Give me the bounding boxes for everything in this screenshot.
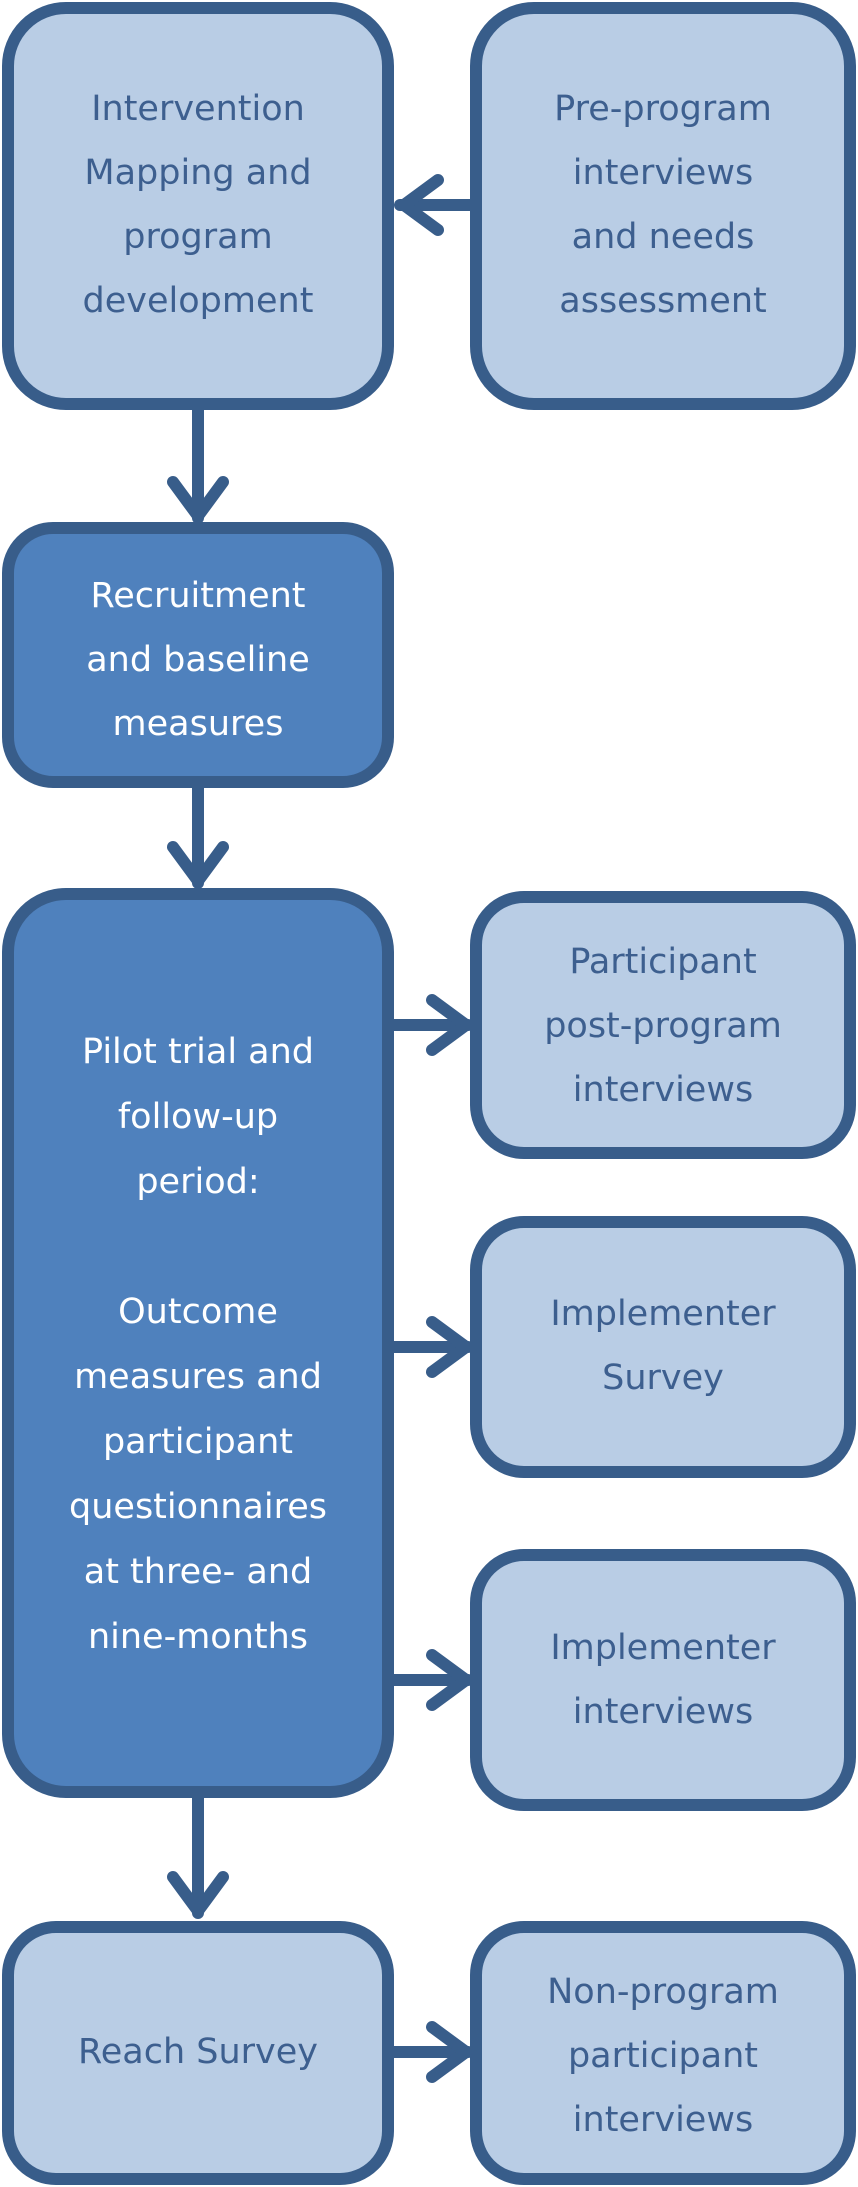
arrow-pilot-to-reach-survey	[167, 1789, 229, 1919]
node-label-line: assessment	[559, 281, 766, 321]
node-label-line: interviews	[573, 1070, 753, 1110]
node-label-line: Pilot trial and	[82, 1032, 314, 1072]
node-non-program: Non-program participant interviews	[470, 1921, 856, 2185]
node-label-line: period:	[136, 1162, 259, 1202]
node-label-line: interviews	[573, 153, 753, 193]
node-label-line: Non-program	[547, 1972, 779, 2012]
node-label-line: interviews	[573, 2100, 753, 2140]
node-implementer-interviews: Implementer interviews	[470, 1549, 856, 1811]
node-label-line: post-program	[544, 1006, 782, 1046]
node-label-line: Outcome	[118, 1292, 278, 1332]
node-label-line: Reach Survey	[78, 2032, 318, 2072]
arrow-recruitment-to-pilot	[167, 779, 229, 889]
node-label-line: development	[83, 281, 314, 321]
node-label-line: questionnaires	[69, 1487, 327, 1527]
node-label-line: and baseline	[86, 640, 310, 680]
node-label-line: measures	[113, 704, 284, 744]
node-label-line: interviews	[573, 1692, 753, 1732]
node-label-line: Recruitment	[90, 576, 305, 616]
node-label-line: measures and	[74, 1357, 322, 1397]
node-label-line: Intervention	[91, 89, 305, 129]
node-label-line: Implementer	[550, 1628, 776, 1668]
arrow-pre-program-to-intervention	[394, 174, 478, 236]
node-label-line: participant	[103, 1422, 293, 1462]
node-label-line: at three- and	[84, 1552, 313, 1592]
node-label-line: Pre-program	[554, 89, 772, 129]
node-label-participant-post: Participant post-program interviews	[544, 942, 782, 1110]
node-label-line: Mapping and	[84, 153, 311, 193]
node-label-reach-survey: Reach Survey	[78, 2032, 318, 2072]
node-pilot-trial: Pilot trial and follow-up period: Outcome me…	[2, 888, 394, 1798]
node-label-line: and needs	[572, 217, 755, 257]
arrow-reach-survey-to-non-program	[386, 2021, 474, 2083]
node-label-implementer-interviews: Implementer interviews	[550, 1628, 776, 1732]
node-participant-post: Participant post-program interviews	[470, 891, 856, 1159]
arrow-pilot-to-implementer-interviews	[386, 1649, 474, 1711]
node-label-recruitment: Recruitment and baseline measures	[86, 576, 310, 744]
node-label-pilot-trial: Pilot trial and follow-up period: Outcome me…	[69, 1032, 327, 1657]
node-pre-program: Pre-program interviews and needs assessment	[470, 2, 856, 410]
node-reach-survey: Reach Survey	[2, 1921, 394, 2185]
node-label-line: Survey	[602, 1358, 724, 1398]
node-label-pre-program: Pre-program interviews and needs assessment	[554, 89, 772, 321]
node-label-line: Implementer	[550, 1294, 776, 1334]
arrow-pilot-to-implementer-survey	[386, 1316, 474, 1378]
node-label-line: program	[123, 217, 272, 257]
node-label-line: Participant	[569, 942, 756, 982]
node-label-line: participant	[568, 2036, 758, 2076]
node-label-non-program: Non-program participant interviews	[547, 1972, 779, 2140]
node-label-line: nine-months	[88, 1617, 308, 1657]
node-label-line: follow-up	[118, 1097, 278, 1137]
arrow-pilot-to-participant-post	[386, 994, 474, 1056]
arrow-intervention-to-recruitment	[167, 404, 229, 524]
node-recruitment: Recruitment and baseline measures	[2, 522, 394, 788]
